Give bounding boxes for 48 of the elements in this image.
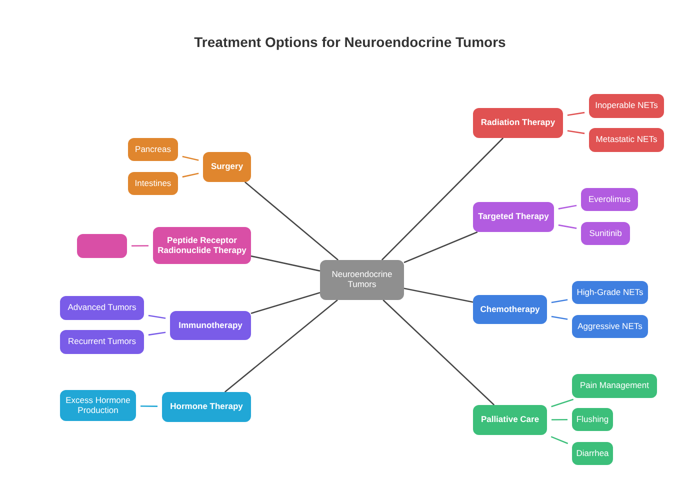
item-box: High-Grade NETs: [572, 281, 648, 304]
connector-line: [552, 419, 568, 420]
connector-line: [381, 138, 504, 260]
item-box: Flushing: [572, 408, 613, 431]
category-box: Surgery: [203, 152, 251, 182]
connector-line: [567, 130, 585, 134]
item-box: Metastatic NETs: [589, 128, 664, 152]
category-box: Targeted Therapy: [473, 202, 554, 232]
category-box: Chemotherapy: [473, 295, 547, 324]
topic-box: Neuroendocrine Tumors: [320, 260, 404, 300]
empty-box: [77, 234, 127, 258]
connector-line: [250, 255, 320, 272]
connector-line: [567, 112, 585, 116]
category-box: Palliative Care: [473, 405, 547, 435]
item-box: Intestines: [128, 172, 178, 195]
item-box: Pancreas: [128, 138, 178, 161]
connector-line: [182, 172, 199, 178]
item-box: Aggressive NETs: [572, 315, 648, 338]
item-box: Pain Management: [572, 374, 657, 398]
connector-line: [558, 204, 577, 210]
connector-line: [558, 224, 577, 229]
connector-line: [551, 398, 574, 408]
connector-line: [182, 156, 199, 161]
connector-line: [551, 316, 568, 320]
category-box: Immunotherapy: [170, 311, 251, 340]
connector-line: [550, 436, 568, 444]
connector-line: [132, 245, 148, 246]
item-box: Recurrent Tumors: [60, 330, 144, 354]
connector-line: [148, 314, 166, 319]
connector-line: [404, 231, 478, 264]
connector-line: [244, 182, 339, 260]
category-box: Peptide Receptor Radionuclide Therapy: [153, 227, 251, 264]
item-box: Everolimus: [581, 188, 638, 211]
category-box: Radiation Therapy: [473, 108, 563, 138]
item-box: Advanced Tumors: [60, 296, 144, 320]
connector-line: [224, 300, 338, 392]
item-box: Diarrhea: [572, 442, 613, 465]
diagram-title: Treatment Options for Neuroendocrine Tumors: [193, 34, 507, 50]
item-box: Sunitinib: [581, 222, 630, 245]
category-box: Hormone Therapy: [162, 392, 251, 422]
connector-line: [250, 292, 320, 314]
connector-line: [551, 299, 568, 304]
connector-line: [382, 300, 495, 406]
connector-line: [404, 288, 474, 303]
connector-line: [148, 332, 166, 336]
item-box: Excess Hormone Production: [60, 390, 136, 421]
item-box: Inoperable NETs: [589, 94, 664, 118]
connector-line: [140, 405, 158, 407]
